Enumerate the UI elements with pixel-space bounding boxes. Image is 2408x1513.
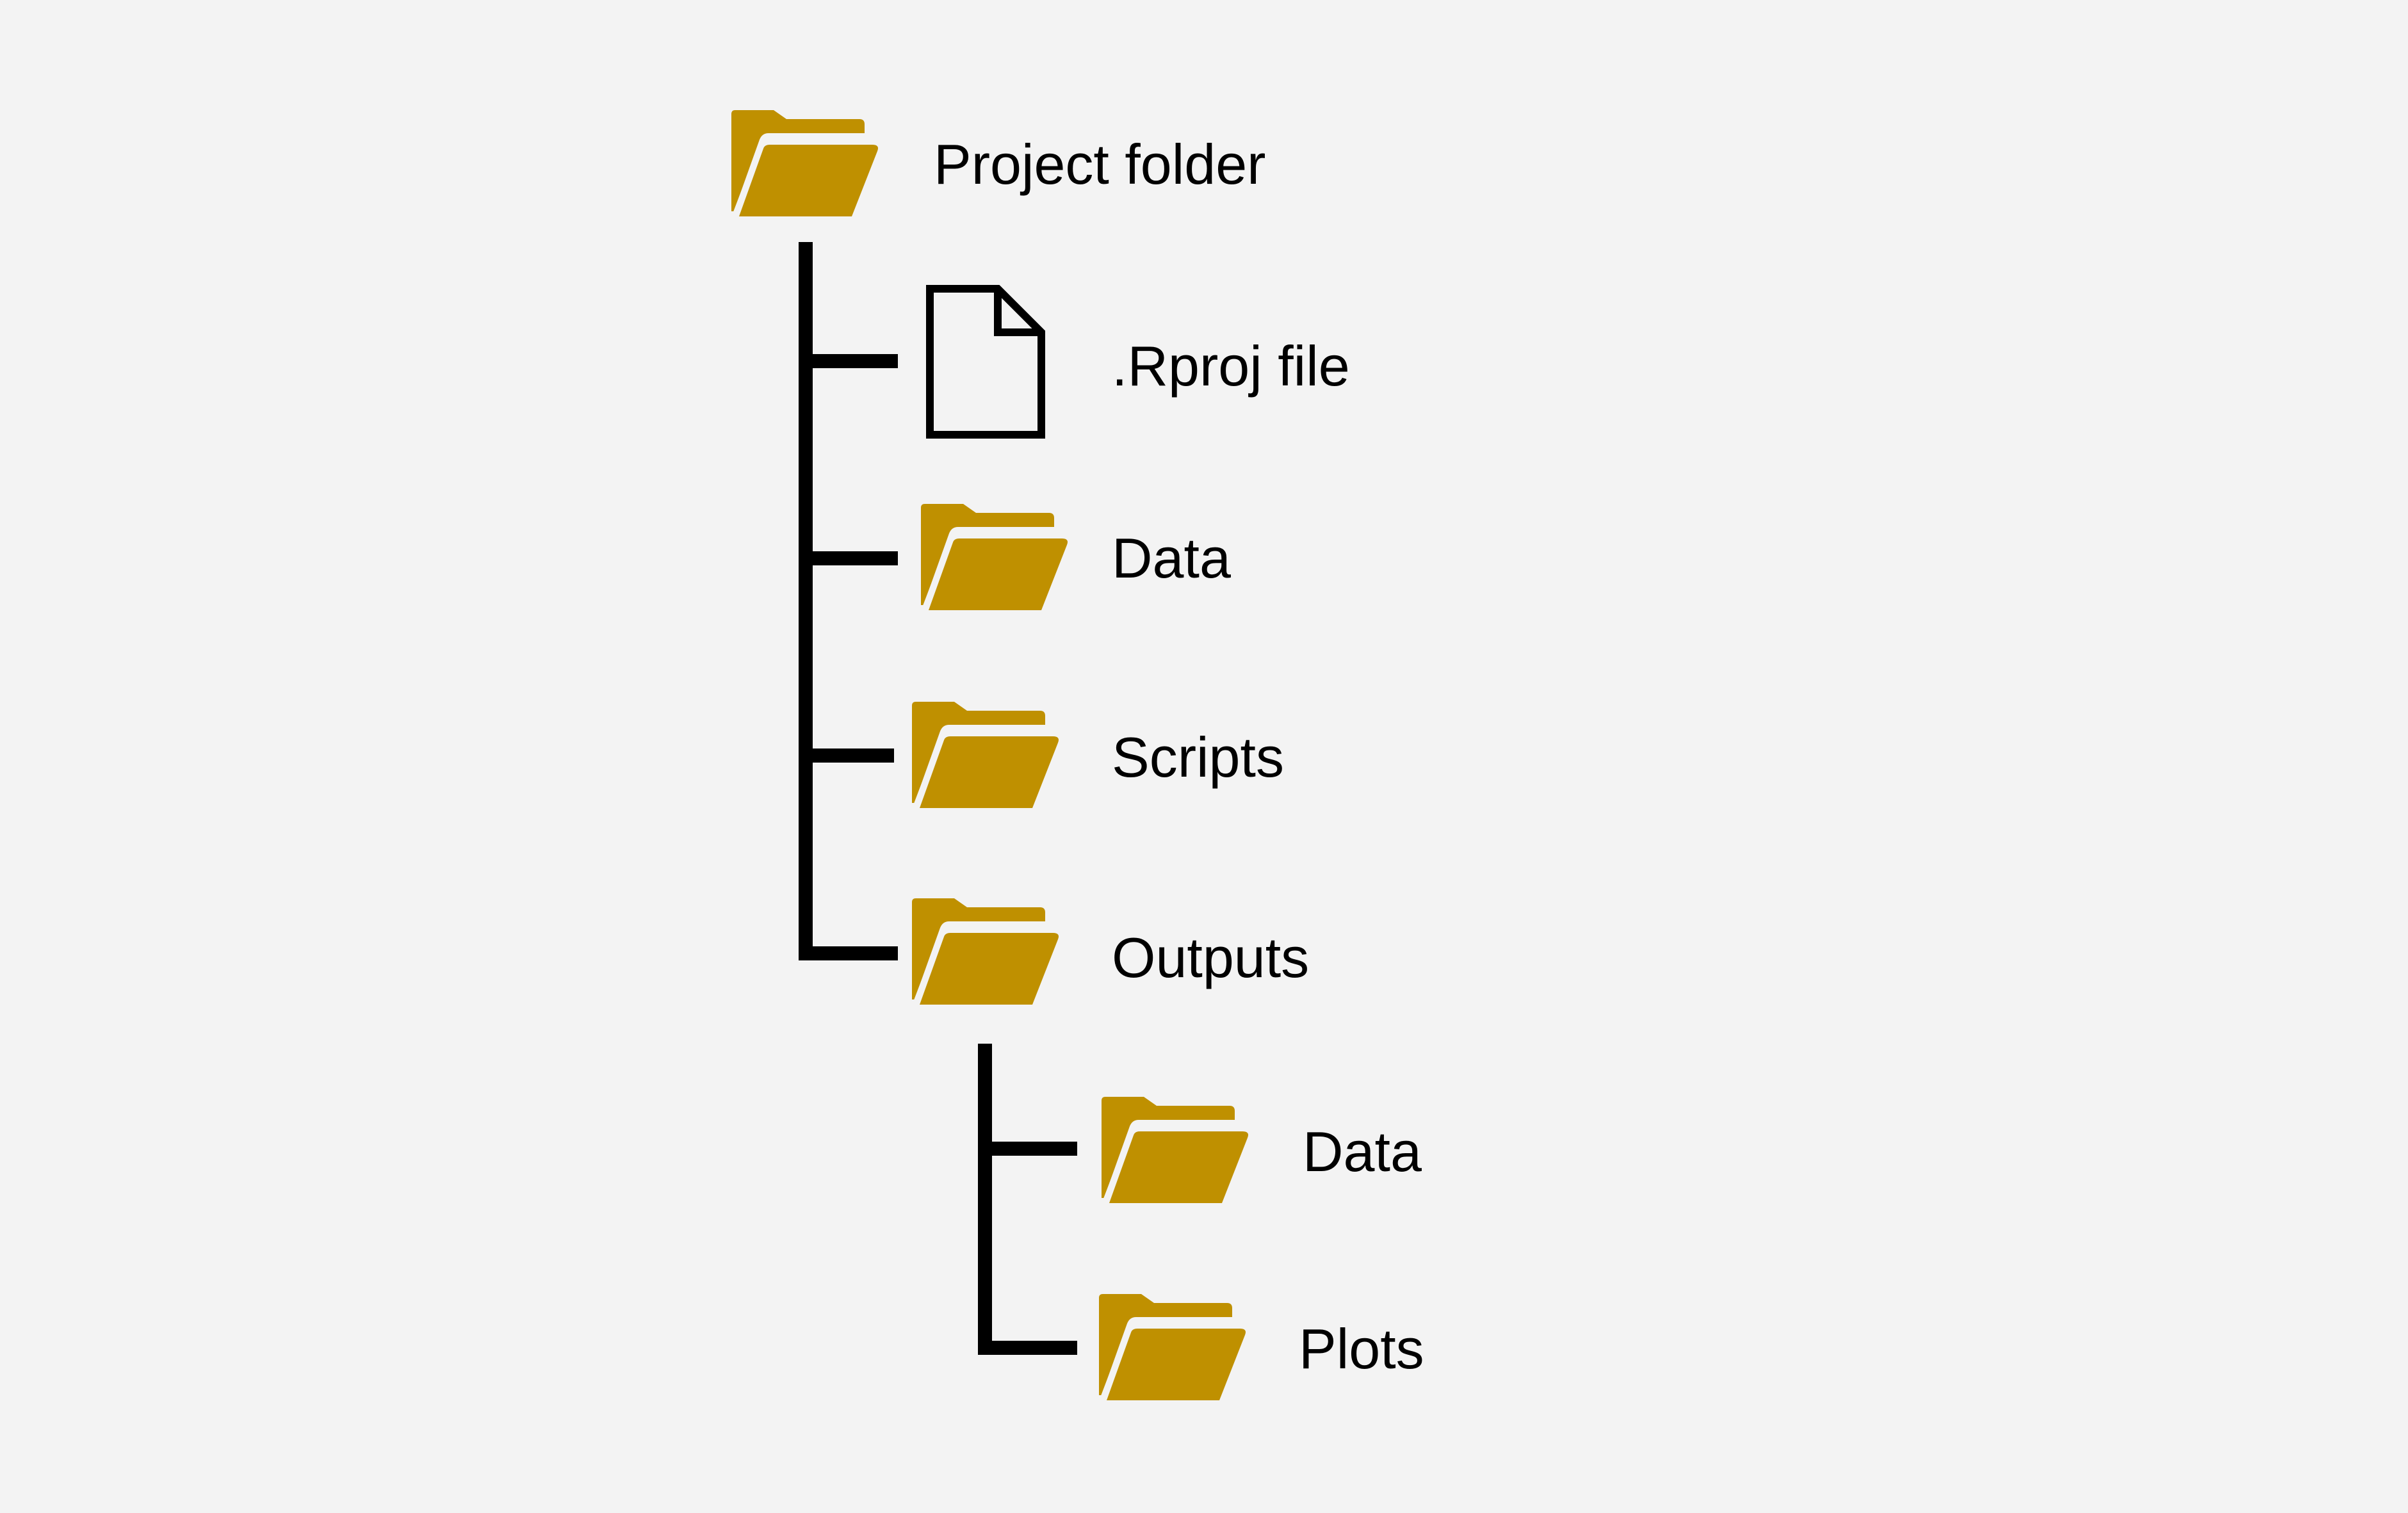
tree-child-label-data: Data [1112, 526, 1231, 590]
folder-open-icon [912, 898, 1059, 1006]
tree-grandchild-label-data: Data [1303, 1120, 1422, 1183]
folder-open-icon [731, 110, 878, 218]
tree-grandchild-label-plots: Plots [1299, 1317, 1424, 1380]
file-icon [926, 285, 1045, 439]
folder-open-icon [912, 702, 1059, 809]
folder-open-icon [1099, 1294, 1246, 1402]
tree-root-label: Project folder [934, 133, 1266, 196]
folder-open-icon [921, 504, 1068, 611]
tree-child-label-outputs: Outputs [1112, 926, 1310, 989]
tree-child-label-scripts: Scripts [1112, 725, 1284, 789]
tree-child-label-rproj: .Rproj file [1112, 334, 1350, 398]
folder-open-icon [1102, 1097, 1248, 1204]
